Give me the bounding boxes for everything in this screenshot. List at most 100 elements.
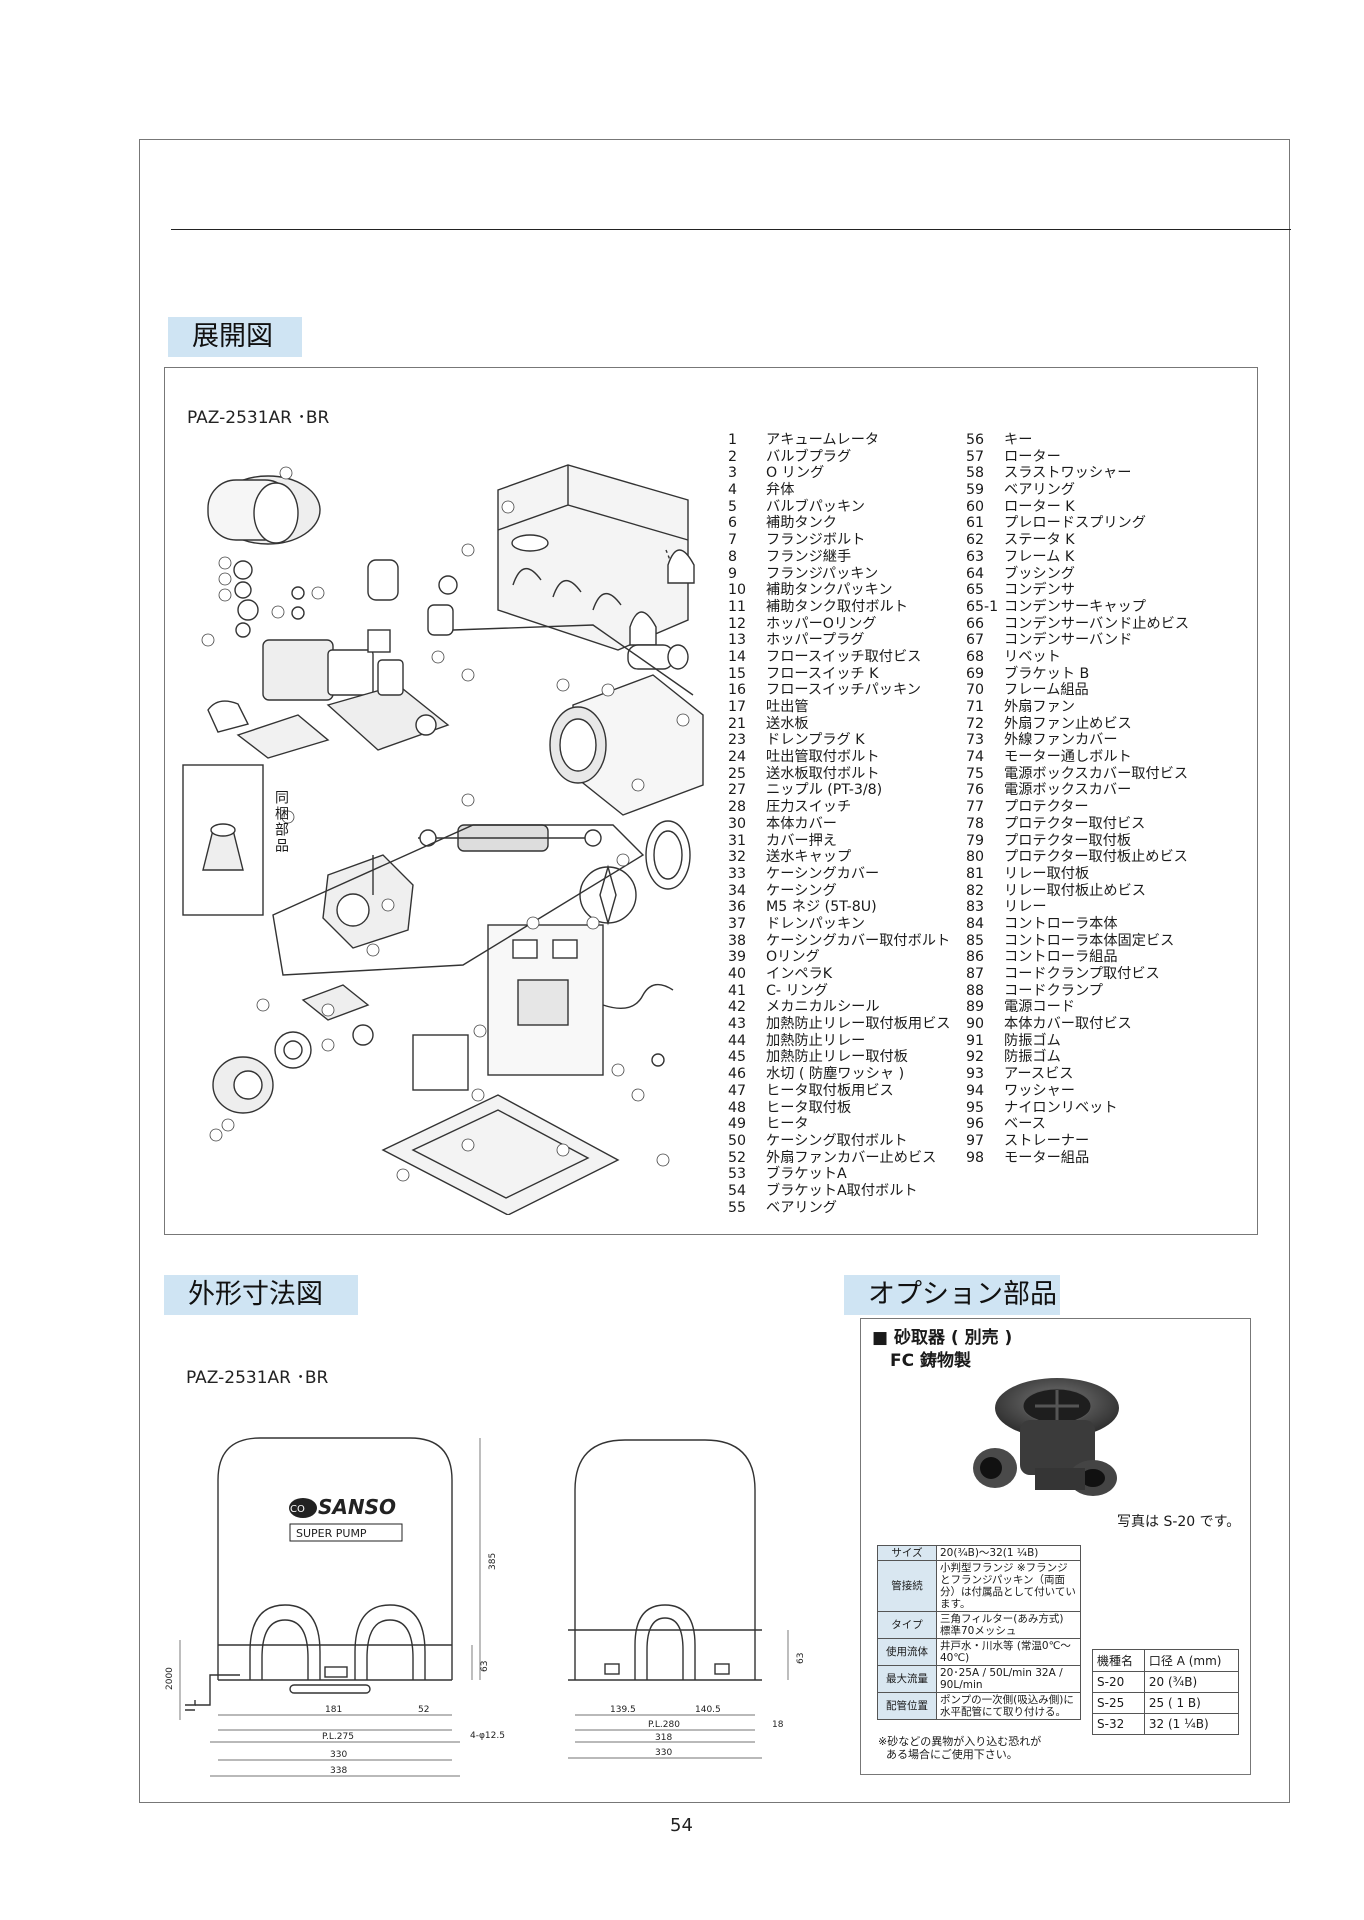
section-title-exploded: 展開図 <box>168 317 302 357</box>
option-note-line2: ある場合にご使用下さい。 <box>886 1748 1018 1761</box>
option-note-line1: ※砂などの異物が入り込む恐れが <box>878 1735 1042 1748</box>
dim-330b: 330 <box>655 1748 672 1758</box>
dim-318: 318 <box>655 1733 672 1743</box>
pump-cover-part <box>497 464 689 651</box>
side-body-outline <box>574 1439 756 1680</box>
dim-330: 330 <box>330 1750 347 1760</box>
strainer-part <box>182 764 264 916</box>
dimension-drawing: CO SANSO SUPER PUMP 385 63 2000 181 52 P… <box>165 1437 806 1777</box>
front-body-outline <box>217 1437 453 1680</box>
dim-52: 52 <box>418 1705 429 1715</box>
logo-glyph-icon: CO <box>290 1504 305 1515</box>
dimension-model-label: PAZ-2531AR ･BR <box>186 1368 329 1388</box>
spec-row: 使用流体井戸水・川水等 (常温0℃〜40℃) <box>877 1638 1081 1666</box>
dim-base-height: 63 <box>480 1661 490 1672</box>
top-rule <box>171 229 1291 230</box>
section-title-options: オプション部品 <box>844 1275 1060 1315</box>
option-heading: ■ 砂取器 ( 別売 ) <box>872 1328 1013 1348</box>
accumulator-part <box>207 475 321 545</box>
sanso-logo: CO SANSO SUPER PUMP <box>289 1495 403 1542</box>
dim-181: 181 <box>325 1705 342 1715</box>
page-frame <box>139 139 1290 1803</box>
pump-housing-part <box>207 639 450 759</box>
model-table-header: 機種名口径 A (mm) <box>1092 1649 1240 1672</box>
dim-cord: 2000 <box>165 1667 175 1690</box>
spec-row: 管接続小判型フランジ ※フランジとフランジパッキン（両面分）は付属品として付いて… <box>877 1560 1081 1612</box>
impeller-part <box>212 984 374 1114</box>
spec-row: タイプ三角フィルター(あみ方式) 標準70メッシュ <box>877 1611 1081 1639</box>
power-cord <box>195 1674 240 1706</box>
casing-part <box>322 854 414 949</box>
fan-part <box>579 820 691 926</box>
base-part <box>381 1094 620 1215</box>
dim-139-5: 139.5 <box>610 1705 636 1715</box>
page-number: 54 <box>670 1815 693 1836</box>
dim-side-height: 63 <box>796 1653 806 1664</box>
dim-height: 385 <box>488 1553 498 1570</box>
